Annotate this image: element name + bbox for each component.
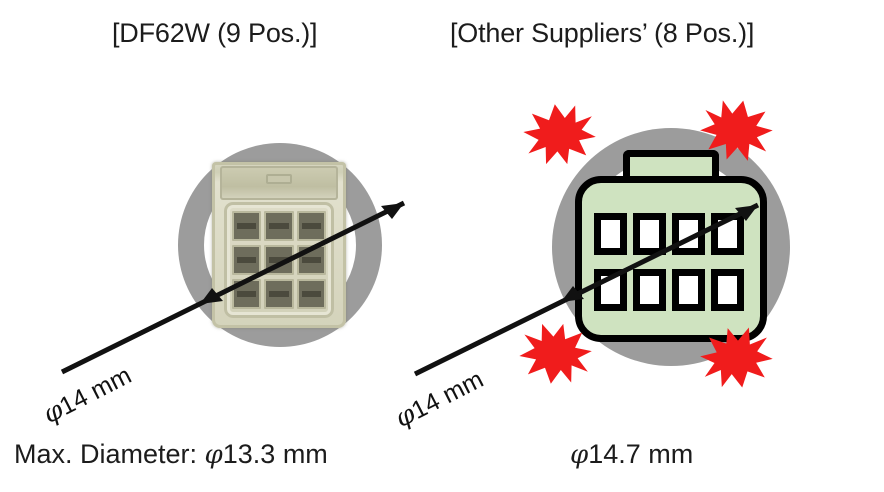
connector-body-left — [224, 202, 334, 318]
diameter-value-right: 14 mm — [407, 365, 488, 425]
heading-df62w: [DF62W (9 Pos.)] — [112, 18, 318, 48]
cavity — [296, 279, 326, 309]
phi-symbol: φ — [204, 440, 223, 470]
max-diameter-value-right: 14.7 mm — [588, 439, 694, 469]
heading-other-suppliers: [Other Suppliers’ (8 Pos.)] — [450, 18, 755, 48]
cavity — [711, 213, 744, 255]
interference-burst-icon — [519, 323, 592, 384]
cavity — [633, 213, 666, 255]
cavity — [232, 211, 262, 241]
cavity-grid-left — [232, 211, 326, 309]
caption-max-diameter-right: φ14.7 mm — [570, 439, 693, 470]
connector-shroud-left — [220, 166, 338, 200]
cavity — [672, 269, 705, 311]
diameter-value-left: 14 mm — [55, 361, 136, 421]
cavity — [296, 245, 326, 275]
interference-burst-icon — [700, 327, 773, 388]
cavity — [594, 269, 627, 311]
caption-max-diameter-left: Max. Diameter: φ13.3 mm — [14, 439, 328, 470]
cavity — [232, 279, 262, 309]
cavity — [296, 211, 326, 241]
connector-df62w-9pos — [212, 162, 346, 328]
comparison-diagram: φ14 mm φ14 mm — [0, 70, 884, 434]
diameter-label-left: φ14 mm — [38, 360, 136, 430]
diameter-label-right: φ14 mm — [390, 364, 488, 434]
cavity — [594, 213, 627, 255]
cavity — [264, 279, 294, 309]
cavity — [633, 269, 666, 311]
cavity — [672, 213, 705, 255]
cavity — [711, 269, 744, 311]
cavity-grid-right — [594, 213, 744, 311]
interference-burst-icon — [523, 104, 596, 165]
caption-prefix: Max. Diameter: — [14, 439, 205, 469]
phi-symbol: φ — [570, 440, 589, 470]
max-diameter-value-left: 13.3 mm — [222, 439, 328, 469]
connector-other-8pos — [575, 150, 767, 342]
cavity — [264, 211, 294, 241]
cavity — [264, 245, 294, 275]
connector-latch-nub-left — [266, 174, 292, 184]
cavity — [232, 245, 262, 275]
interference-burst-icon — [700, 100, 773, 161]
connector-body-right — [575, 176, 767, 342]
